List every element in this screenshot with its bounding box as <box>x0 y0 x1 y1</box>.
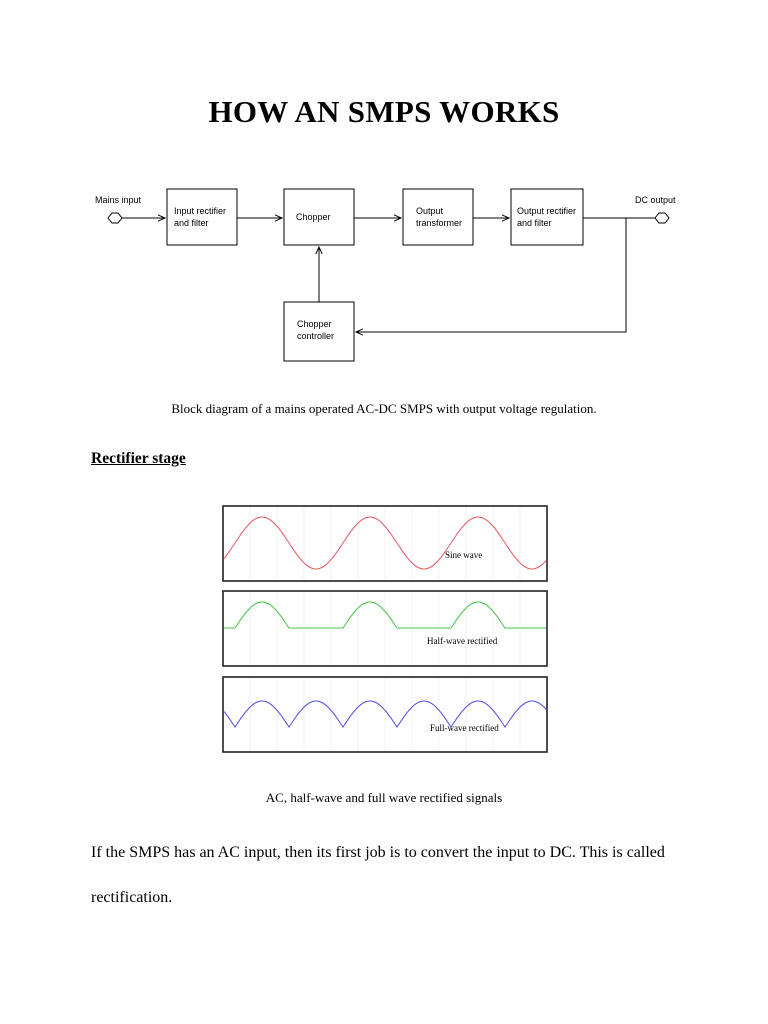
waveform-caption: AC, half-wave and full wave rectified si… <box>265 790 503 805</box>
output-rectifier-block: Output rectifier and filter <box>510 188 584 246</box>
chopper-controller-block: Chopper controller <box>283 301 355 362</box>
output-transformer-label-line2: transformer <box>416 218 462 228</box>
waveform-label-sine: Sine wave <box>445 550 482 560</box>
dc-output-label: DC output <box>635 195 676 205</box>
output-rectifier-label-line1: Output rectifier <box>517 206 576 216</box>
waveform-label-half: Half-wave rectified <box>427 636 498 646</box>
chopper-controller-label-line1: Chopper <box>297 319 332 329</box>
waveform-panel-full: Full-wave rectified <box>222 676 548 753</box>
waveform-frame <box>222 676 548 753</box>
waveform-trace-sine <box>223 516 547 570</box>
waveform-label-full: Full-wave rectified <box>430 723 499 733</box>
chopper-label: Chopper <box>296 212 331 222</box>
waveform-frame <box>222 505 548 582</box>
waveform-frame <box>222 590 548 667</box>
section-heading-rectifier: Rectifier stage <box>91 450 186 467</box>
feedback-wire <box>356 218 627 332</box>
dc-output-terminal <box>654 212 670 224</box>
waveform-panel-half: Half-wave rectified <box>222 590 548 667</box>
block-diagram-caption: Block diagram of a mains operated AC-DC … <box>171 401 597 416</box>
chopper-controller-label-line2: controller <box>297 331 334 341</box>
mains-input-label: Mains input <box>95 195 142 205</box>
input-rectifier-label-line1: Input rectifier <box>174 206 226 216</box>
body-paragraph: If the SMPS has an AC input, then its fi… <box>91 844 665 906</box>
input-rectifier-label-line2: and filter <box>174 218 209 228</box>
output-transformer-block: Output transformer <box>402 188 474 246</box>
mains-input-terminal <box>107 212 123 224</box>
chopper-block: Chopper <box>283 188 355 246</box>
waveform-panel-sine: Sine wave <box>222 505 548 582</box>
output-transformer-label-line1: Output <box>416 206 444 216</box>
input-rectifier-block: Input rectifier and filter <box>166 188 238 246</box>
output-rectifier-label-line2: and filter <box>517 218 552 228</box>
waveform-trace-full <box>223 700 547 728</box>
waveform-trace-half <box>224 601 546 629</box>
page-title: HOW AN SMPS WORKS <box>208 94 560 129</box>
